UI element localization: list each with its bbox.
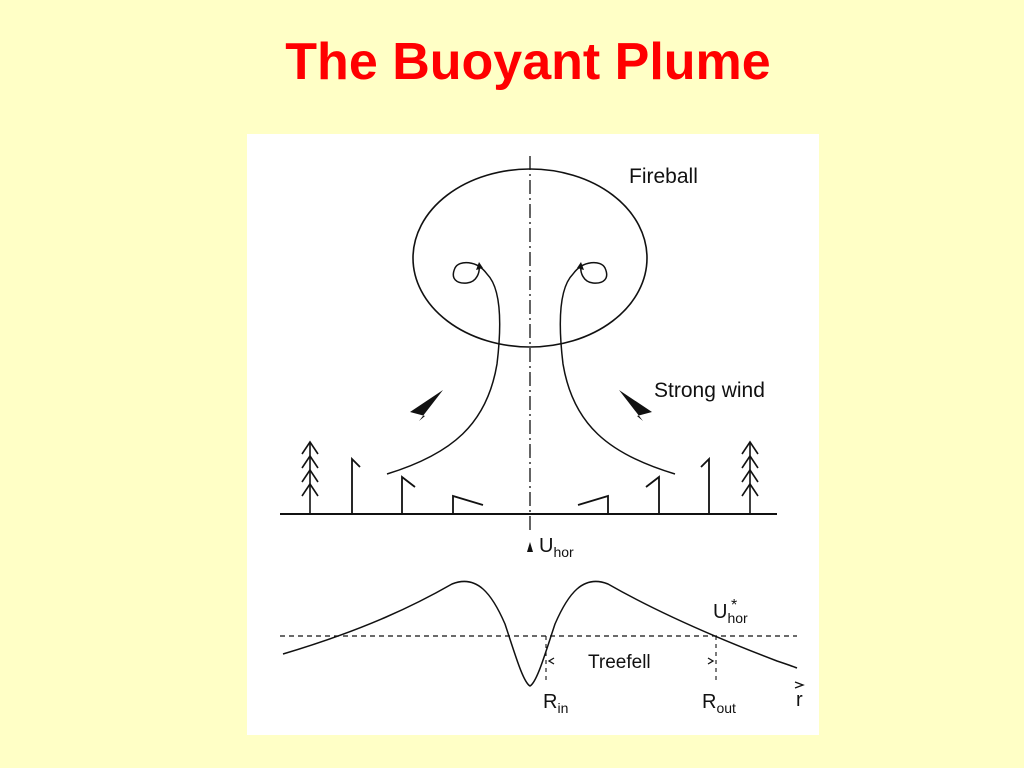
right-wind-arrowhead [619, 390, 652, 421]
buoyant-plume-diagram: Fireball Strong wind Uhor Uhor * Treefel… [280, 156, 805, 716]
treefell-label: Treefell [588, 652, 651, 673]
diagram-panel: Fireball Strong wind Uhor Uhor * Treefel… [247, 134, 819, 735]
u-hor-label: Uhor [539, 535, 574, 560]
u-hor-profile-curve [282, 580, 798, 687]
slide-title: The Buoyant Plume [285, 33, 771, 91]
r-in-base: R [543, 691, 557, 713]
fireball-ellipse [412, 168, 648, 348]
left-bent-trees [351, 456, 484, 514]
u-hor-sub: hor [553, 544, 574, 560]
right-standing-tree [741, 440, 759, 514]
left-wind-arrowhead [410, 390, 443, 421]
right-plume-curve [559, 261, 676, 475]
r-out-base: R [702, 691, 716, 713]
treefell-left-arrow [547, 657, 555, 665]
r-in-sub: in [557, 700, 568, 716]
r-out-sub: out [716, 700, 736, 716]
r-out-label: Rout [702, 691, 736, 716]
r-axis-label: r [796, 689, 803, 711]
u-hor-base: U [539, 535, 553, 557]
r-axis-arrow [794, 681, 805, 689]
right-vortex-arrowhead [577, 262, 584, 270]
u-hor-star-label: Uhor [713, 601, 748, 626]
left-vortex-arrowhead [476, 262, 483, 270]
treefell-right-arrow [707, 657, 715, 665]
r-in-label: Rin [543, 691, 568, 716]
left-plume-curve [386, 261, 501, 475]
u-hor-star-sup: * [731, 597, 737, 614]
strong-wind-label: Strong wind [654, 379, 765, 402]
left-standing-tree [301, 440, 319, 514]
right-bent-trees [577, 456, 710, 514]
fireball-label: Fireball [629, 165, 698, 188]
u-hor-star-base: U [713, 601, 727, 623]
u-hor-axis-arrow [527, 542, 533, 552]
u-hor-star-sub: hor [727, 610, 748, 626]
